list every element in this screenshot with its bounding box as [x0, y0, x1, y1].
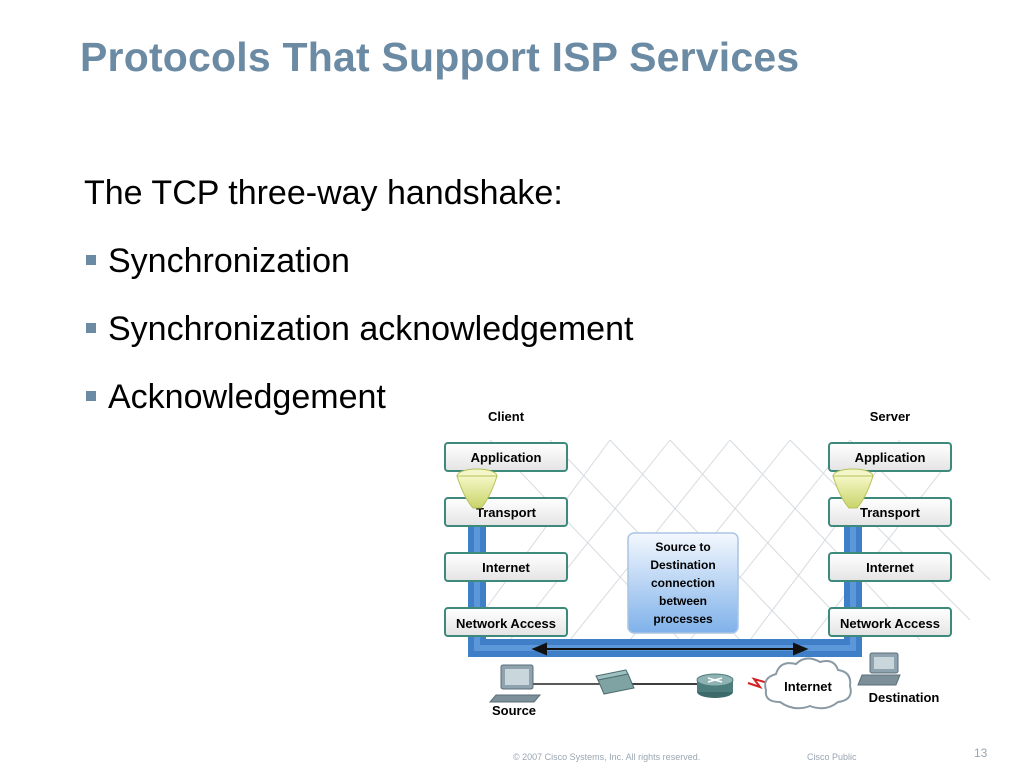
source-label: Source [492, 703, 536, 718]
bullet-text: Synchronization [108, 242, 350, 280]
funnel-icon [456, 468, 498, 509]
tcp-handshake-diagram: Client Server Application Transport Inte… [444, 409, 991, 718]
bullet-text: Synchronization acknowledgement [108, 310, 634, 348]
internet-cloud-icon: Internet [764, 657, 852, 710]
serial-link-icon [747, 677, 769, 689]
bidirectional-arrow [531, 642, 809, 656]
square-bullet-icon [86, 255, 96, 265]
funnel-icon [832, 468, 874, 509]
svg-text:Internet: Internet [482, 560, 530, 575]
client-label: Client [488, 409, 525, 424]
square-bullet-icon [86, 391, 96, 401]
switch-icon [595, 669, 635, 695]
client-layer-application: Application [444, 442, 568, 472]
svg-text:Source to: Source to [655, 540, 710, 554]
router-icon [696, 673, 734, 698]
bullet-item: Synchronization acknowledgement [84, 310, 633, 378]
bullet-text: Acknowledgement [108, 378, 386, 416]
server-label: Server [870, 409, 910, 424]
svg-text:connection: connection [651, 576, 715, 590]
svg-text:Destination: Destination [650, 558, 715, 572]
svg-text:Network Access: Network Access [456, 616, 556, 631]
connection-description-box: Source to Destination connection between… [627, 532, 739, 634]
square-bullet-icon [86, 323, 96, 333]
bullet-list: Synchronization Synchronization acknowle… [84, 242, 633, 446]
bullet-item: Acknowledgement [84, 378, 633, 446]
svg-text:Application: Application [471, 450, 542, 465]
svg-text:processes: processes [653, 612, 713, 626]
svg-text:between: between [659, 594, 707, 608]
client-layer-network-access: Network Access [444, 607, 568, 637]
client-layer-transport: Transport [444, 497, 568, 527]
svg-text:Application: Application [855, 450, 926, 465]
server-layer-network-access: Network Access [828, 607, 952, 637]
intro-text: The TCP three-way handshake: [84, 174, 563, 212]
page-number: 13 [974, 746, 988, 760]
server-layer-internet: Internet [828, 552, 952, 582]
svg-text:Network Access: Network Access [840, 616, 940, 631]
client-stack: Application Transport Internet Network A… [444, 442, 568, 637]
server-layer-application: Application [828, 442, 952, 472]
source-computer-icon [488, 664, 542, 703]
destination-server-icon [857, 652, 901, 686]
slide-title: Protocols That Support ISP Services [80, 34, 800, 80]
internet-cloud-label: Internet [784, 679, 832, 694]
client-layer-internet: Internet [444, 552, 568, 582]
svg-text:Transport: Transport [476, 505, 537, 520]
bullet-item: Synchronization [84, 242, 633, 310]
svg-text:Internet: Internet [866, 560, 914, 575]
copyright-text: © 2007 Cisco Systems, Inc. All rights re… [513, 752, 701, 762]
svg-text:Transport: Transport [860, 505, 921, 520]
classification-text: Cisco Public [807, 752, 857, 762]
destination-label: Destination [869, 690, 940, 705]
